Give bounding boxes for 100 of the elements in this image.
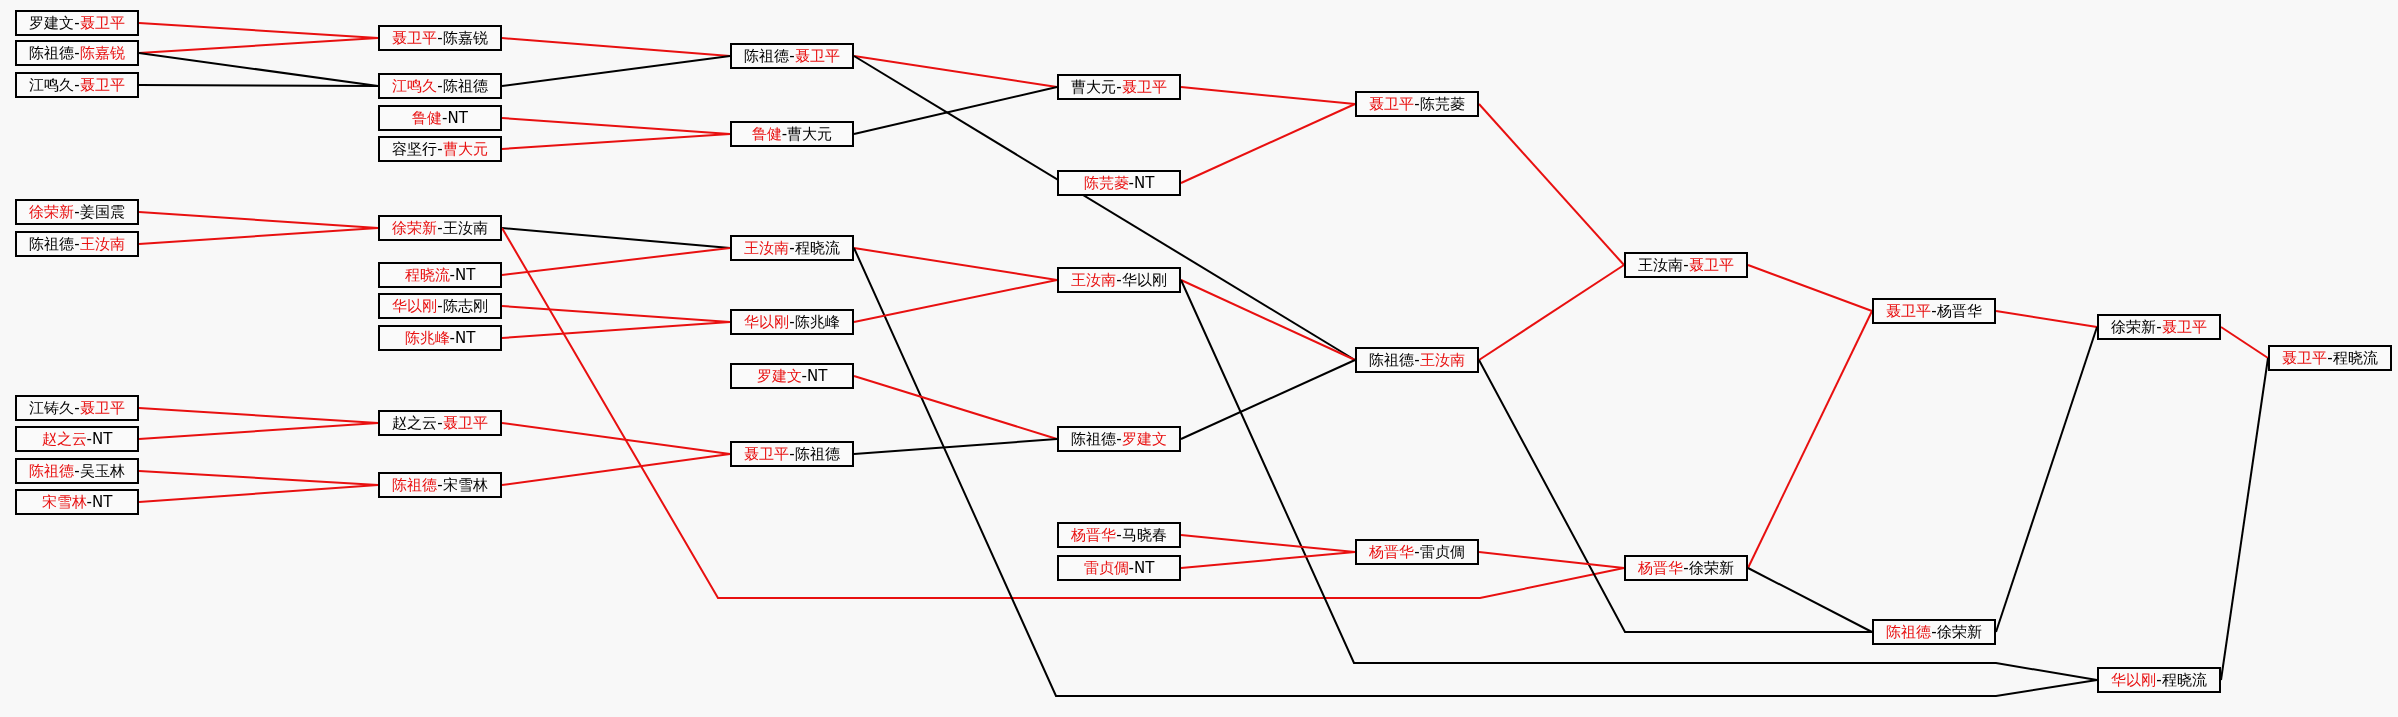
match-text: 徐荣新-姜国震	[29, 204, 125, 220]
match-box	[2097, 667, 2221, 693]
bracket-line	[853, 375, 1058, 440]
match-box	[378, 472, 502, 498]
bracket-line	[1478, 359, 1873, 633]
bracket-line	[138, 422, 379, 440]
match-box	[15, 395, 139, 421]
match-box	[15, 10, 139, 36]
match-box	[1355, 347, 1479, 373]
match-text: 罗建文-NT	[756, 368, 828, 384]
match-text: 鲁健-曹大元	[751, 126, 833, 142]
bracket-line	[1747, 567, 1873, 633]
match-text: 陈祖德-王汝南	[29, 236, 125, 252]
bracket-line	[138, 484, 379, 503]
match-box	[378, 105, 502, 131]
match-text: 聂卫平-陈芫菱	[1369, 96, 1465, 112]
match-text: 赵之云-聂卫平	[392, 415, 488, 431]
match-box	[1872, 619, 1996, 645]
bracket-line	[1180, 359, 1356, 440]
match-text: 曹大元-聂卫平	[1071, 79, 1167, 95]
match-box	[1355, 539, 1479, 565]
match-box	[730, 121, 854, 147]
match-text: 王汝南-聂卫平	[1638, 257, 1734, 273]
match-box	[1872, 298, 1996, 324]
match-text: 王汝南-程晓流	[744, 240, 840, 256]
bracket-line	[138, 84, 379, 87]
bracket-line	[138, 227, 379, 245]
match-box	[378, 215, 502, 241]
bracket-line	[1180, 279, 1356, 361]
match-box	[378, 25, 502, 51]
match-text: 聂卫平-陈祖德	[744, 446, 840, 462]
bracket-line	[1478, 103, 1625, 266]
match-text: 陈祖德-聂卫平	[744, 48, 840, 64]
match-box	[378, 410, 502, 436]
match-box	[378, 325, 502, 351]
match-box	[15, 231, 139, 257]
bracket-line	[1180, 86, 1356, 105]
bracket-line	[853, 55, 1356, 361]
bracket-line	[1180, 551, 1356, 569]
match-box	[1624, 555, 1748, 581]
match-box	[1057, 170, 1181, 196]
match-text: 王汝南-华以刚	[1071, 272, 1167, 288]
match-text: 陈祖德-宋雪林	[392, 477, 488, 493]
match-text: 徐荣新-聂卫平	[2111, 319, 2207, 335]
match-text: 容坚行-曹大元	[392, 141, 488, 157]
match-text: 陈祖德-罗建文	[1071, 431, 1167, 447]
match-text: 赵之云-NT	[41, 431, 113, 447]
match-box	[378, 136, 502, 162]
match-text: 陈芫菱-NT	[1083, 175, 1155, 191]
match-text: 杨晋华-徐荣新	[1638, 560, 1734, 576]
bracket-line	[853, 86, 1058, 135]
bracket-line	[501, 227, 1625, 599]
match-box	[1624, 252, 1748, 278]
match-text: 陈兆峰-NT	[404, 330, 476, 346]
match-text: 华以刚-陈志刚	[392, 298, 488, 314]
bracket-line	[501, 321, 731, 339]
match-text: 徐荣新-王汝南	[392, 220, 488, 236]
bracket-line	[853, 55, 1058, 88]
match-box	[1057, 426, 1181, 452]
match-box	[15, 458, 139, 484]
match-box	[730, 309, 854, 335]
match-text: 江鸣久-聂卫平	[29, 77, 125, 93]
match-text: 罗建文-聂卫平	[29, 15, 125, 31]
match-box	[2097, 314, 2221, 340]
match-box	[730, 43, 854, 69]
match-text: 华以刚-程晓流	[2111, 672, 2207, 688]
match-text: 杨晋华-雷贞倜	[1369, 544, 1465, 560]
match-text: 宋雪林-NT	[41, 494, 113, 510]
bracket-line	[853, 279, 1058, 323]
match-box	[15, 72, 139, 98]
match-text: 杨晋华-马晓春	[1071, 527, 1167, 543]
match-box	[730, 441, 854, 467]
match-text: 程晓流-NT	[404, 267, 476, 283]
match-box	[730, 235, 854, 261]
match-text: 陈祖德-徐荣新	[1886, 624, 1982, 640]
bracket-line	[501, 247, 731, 276]
bracket-line	[1478, 264, 1625, 361]
match-box	[378, 293, 502, 319]
match-box	[1355, 91, 1479, 117]
bracket-line	[501, 55, 731, 87]
match-box	[15, 40, 139, 66]
bracket-line	[1747, 310, 1873, 569]
match-text: 聂卫平-陈嘉锐	[392, 30, 488, 46]
match-text: 陈祖德-吴玉林	[29, 463, 125, 479]
bracket-line	[1478, 551, 1625, 569]
match-text: 陈祖德-王汝南	[1369, 352, 1465, 368]
match-box	[15, 489, 139, 515]
match-box	[1057, 522, 1181, 548]
match-box	[730, 363, 854, 389]
bracket-line	[501, 453, 731, 486]
match-box	[15, 426, 139, 452]
match-box	[1057, 74, 1181, 100]
bracket-line	[501, 133, 731, 150]
match-text: 雷贞倜-NT	[1083, 560, 1155, 576]
match-box	[378, 262, 502, 288]
match-box	[1057, 267, 1181, 293]
match-box	[1057, 555, 1181, 581]
match-text: 华以刚-陈兆峰	[744, 314, 840, 330]
match-box	[378, 73, 502, 99]
match-text: 江鸣久-陈祖德	[392, 78, 488, 94]
